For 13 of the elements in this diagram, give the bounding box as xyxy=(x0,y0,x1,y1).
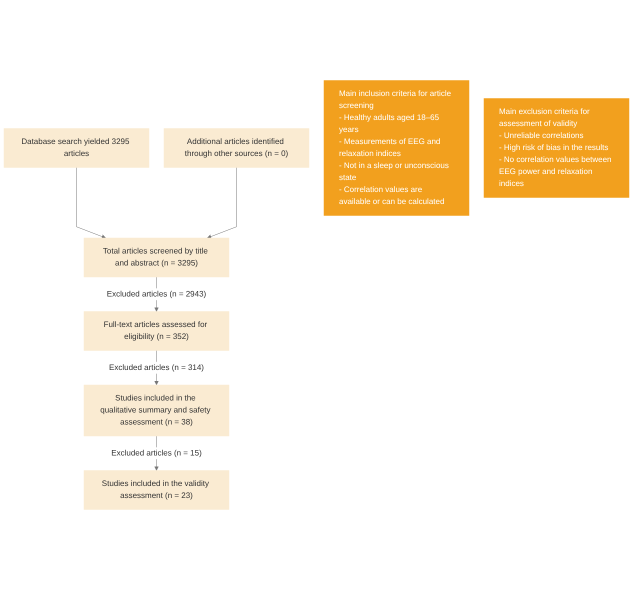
node-box: Studies included in the qualitative summary and safety assessment (n = 38) xyxy=(84,384,230,436)
node-box: Main inclusion criteria for article screening - Healthy adults aged 18–65 years - Measurements of EEG and relaxation indices - Not in a sleep or unconscious state - Correlation values are available or can be calculated xyxy=(324,80,470,216)
edge-label: Excluded articles (n = 15) xyxy=(111,448,202,458)
node-box: Database search yielded 3295 articles xyxy=(4,128,150,168)
node-box: Additional articles identified through other sources (n = 0) xyxy=(164,128,310,168)
node-box: Total articles screened by title and abstract (n = 3295) xyxy=(84,238,230,278)
edge-label: Excluded articles (n = 314) xyxy=(109,363,204,372)
edge-label: Excluded articles (n = 2943) xyxy=(106,290,206,298)
node-box: Studies included in the validity assessment (n = 23) xyxy=(84,470,230,510)
node-box: Main exclusion criteria for assessment of validity - Unreliable correlations - High risk of bias in the results - No correlation values between EEG power and relaxation indices xyxy=(484,98,630,198)
arrow xyxy=(207,167,237,239)
node-box: Full-text articles assessed for eligibility (n = 352) xyxy=(84,311,230,351)
arrow xyxy=(76,167,106,239)
